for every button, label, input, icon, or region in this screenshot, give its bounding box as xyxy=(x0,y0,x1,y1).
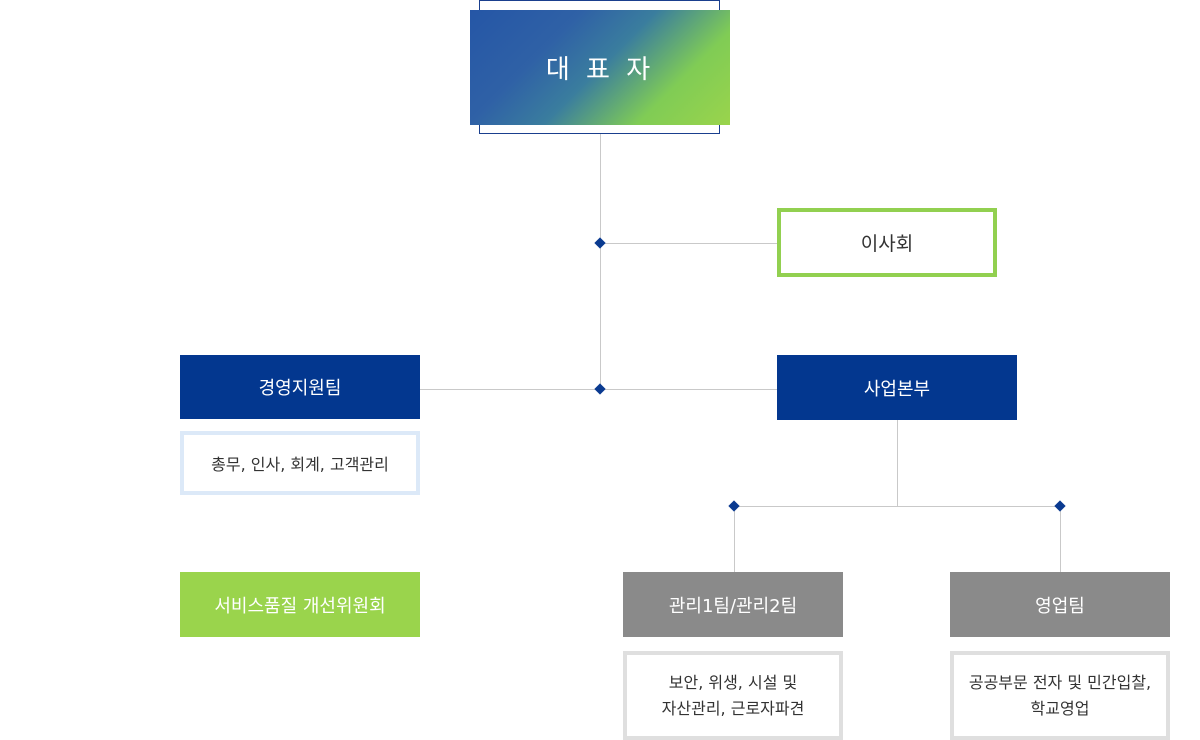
connector-management-teams xyxy=(734,506,735,572)
junction-diamond-management-teams xyxy=(728,500,740,512)
ceo-box: 대 표 자 xyxy=(470,10,730,125)
connector-sales-team xyxy=(1060,506,1061,572)
junction-diamond-sales-team xyxy=(1054,500,1066,512)
management-teams-desc-box: 보안, 위생, 시설 및 자산관리, 근로자파견 xyxy=(623,651,843,740)
service-committee-box: 서비스품질 개선위원회 xyxy=(180,572,420,637)
management-support-label: 경영지원팀 xyxy=(258,378,342,399)
business-division-box: 사업본부 xyxy=(777,355,1017,420)
sales-team-desc: 공공부문 전자 및 민간입찰, 학교영업 xyxy=(968,672,1152,718)
connector-ceo-trunk xyxy=(600,134,601,390)
sales-team-box: 영업팀 xyxy=(950,572,1170,637)
management-support-desc-box: 총무, 인사, 회계, 고객관리 xyxy=(180,431,420,495)
connector-board xyxy=(600,243,777,244)
connector-division-trunk xyxy=(897,420,898,506)
ceo-label: 대 표 자 xyxy=(545,55,655,85)
board-box: 이사회 xyxy=(777,208,997,277)
management-support-desc: 총무, 인사, 회계, 고객관리 xyxy=(211,455,389,474)
management-teams-desc: 보안, 위생, 시설 및 자산관리, 근로자파견 xyxy=(661,672,805,718)
sales-team-label: 영업팀 xyxy=(1035,595,1085,617)
connector-division-row xyxy=(734,506,1061,507)
service-committee-label: 서비스품질 개선위원회 xyxy=(214,595,386,617)
sales-team-desc-box: 공공부문 전자 및 민간입찰, 학교영업 xyxy=(950,651,1170,740)
board-label: 이사회 xyxy=(860,233,914,255)
management-teams-box: 관리1팀/관리2팀 xyxy=(623,572,843,637)
management-teams-label: 관리1팀/관리2팀 xyxy=(668,595,798,617)
management-support-box: 경영지원팀 xyxy=(180,355,420,419)
junction-diamond-board xyxy=(594,237,606,249)
junction-diamond-main xyxy=(594,383,606,395)
business-division-label: 사업본부 xyxy=(863,378,931,400)
